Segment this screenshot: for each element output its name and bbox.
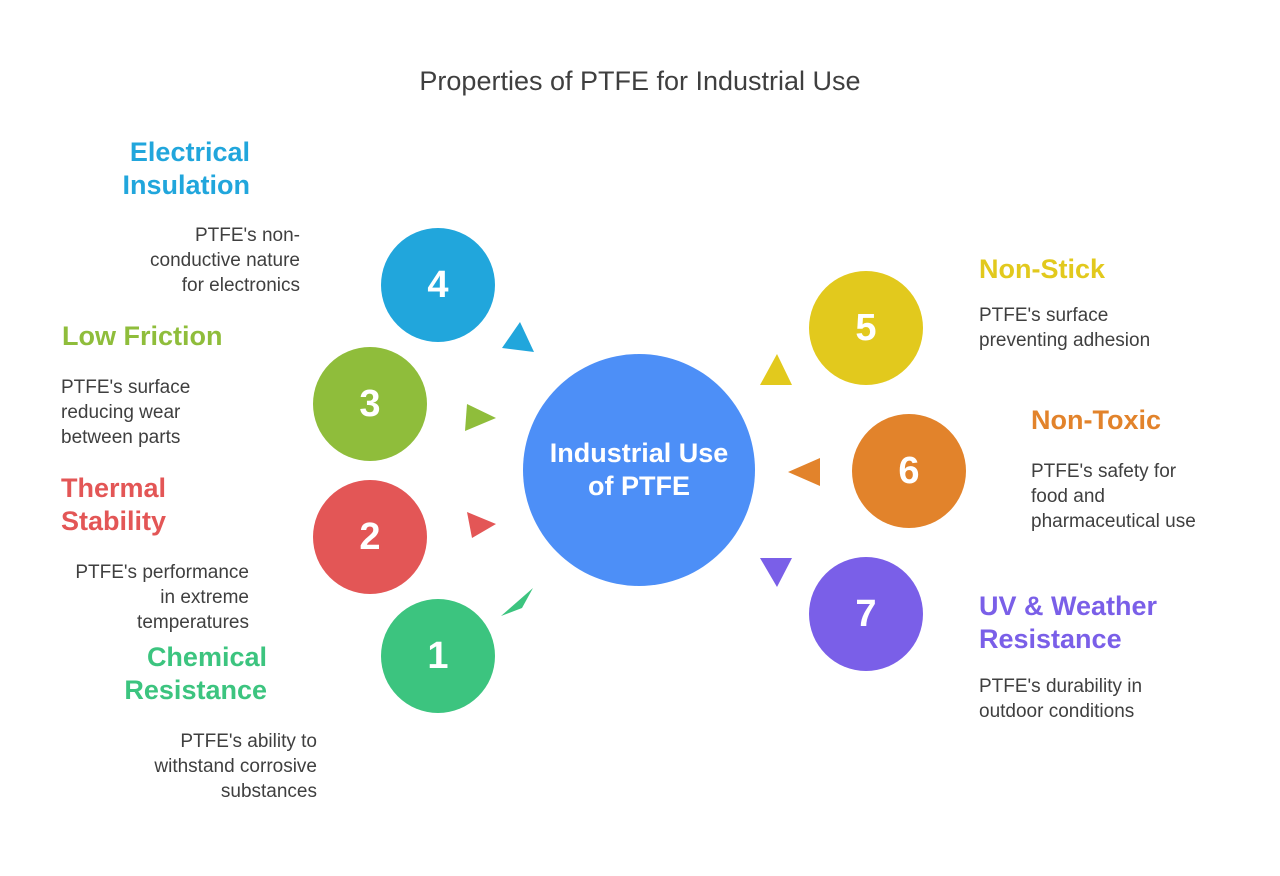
circle-1: 1 (381, 599, 495, 713)
desc-line: conductive nature (150, 250, 300, 271)
center-label-line2: of PTFE (588, 471, 690, 501)
desc-line: outdoor conditions (979, 701, 1135, 722)
desc-thermal-stability: PTFE's performance in extreme temperatur… (40, 560, 249, 635)
desc-low-friction: PTFE's surface reducing wear between par… (61, 375, 261, 450)
desc-electrical-insulation: PTFE's non- conductive nature for electr… (100, 223, 300, 298)
desc-non-toxic: PTFE's safety for food and pharmaceutica… (1031, 459, 1261, 534)
desc-chemical-resistance: PTFE's ability to withstand corrosive su… (60, 729, 317, 804)
desc-line: food and (1031, 486, 1105, 507)
heading-electrical-insulation: Electrical Insulation (60, 136, 251, 202)
heading-thermal-stability: Thermal Stability (61, 472, 281, 538)
desc-line: substances (220, 781, 317, 802)
desc-line: pharmaceutical use (1031, 511, 1196, 532)
desc-line: temperatures (137, 612, 249, 633)
arrow-6 (788, 458, 820, 486)
center-circle: Industrial Use of PTFE (523, 354, 755, 586)
heading-low-friction: Low Friction (62, 320, 302, 353)
desc-non-stick: PTFE's surface preventing adhesion (979, 303, 1239, 353)
heading-line: UV & Weather (979, 591, 1158, 621)
desc-line: PTFE's surface (61, 377, 191, 398)
heading-line: Chemical (146, 642, 267, 672)
arrow-1 (501, 588, 533, 616)
desc-line: PTFE's durability in (979, 676, 1143, 697)
desc-uv-weather-resistance: PTFE's durability in outdoor conditions (979, 674, 1239, 724)
circle-7: 7 (809, 557, 923, 671)
arrow-2 (467, 512, 496, 538)
circle-5: 5 (809, 271, 923, 385)
circle-6: 6 (852, 414, 966, 528)
heading-non-stick: Non-Stick (979, 253, 1239, 286)
arrow-5 (760, 354, 792, 385)
heading-line: Electrical (129, 137, 250, 167)
desc-line: PTFE's non- (195, 225, 300, 246)
desc-line: PTFE's ability to (180, 731, 317, 752)
heading-line: Non-Stick (979, 254, 1106, 284)
desc-line: PTFE's performance (75, 562, 249, 583)
desc-line: PTFE's surface (979, 305, 1109, 326)
heading-line: Resistance (979, 624, 1122, 654)
circle-2: 2 (313, 480, 427, 594)
arrow-3 (465, 404, 496, 431)
heading-line: Low Friction (62, 321, 223, 351)
arrow-7 (760, 558, 792, 587)
circle-3: 3 (313, 347, 427, 461)
desc-line: withstand corrosive (154, 756, 317, 777)
heading-line: Non-Toxic (1031, 405, 1161, 435)
diagram-title: Properties of PTFE for Industrial Use (419, 66, 861, 96)
heading-line: Stability (61, 506, 167, 536)
desc-line: between parts (61, 427, 181, 448)
center-label-line1: Industrial Use (549, 438, 729, 468)
heading-uv-weather-resistance: UV & Weather Resistance (979, 590, 1259, 656)
desc-line: preventing adhesion (979, 330, 1151, 351)
desc-line: for electronics (181, 275, 300, 296)
heading-line: Insulation (122, 170, 251, 200)
heading-line: Thermal (61, 473, 167, 503)
heading-chemical-resistance: Chemical Resistance (60, 641, 267, 707)
desc-line: reducing wear (61, 402, 181, 423)
circle-4: 4 (381, 228, 495, 342)
heading-line: Resistance (124, 675, 267, 705)
desc-line: in extreme (160, 587, 249, 608)
desc-line: PTFE's safety for (1031, 461, 1177, 482)
heading-non-toxic: Non-Toxic (1031, 404, 1261, 437)
arrow-4 (502, 322, 534, 352)
